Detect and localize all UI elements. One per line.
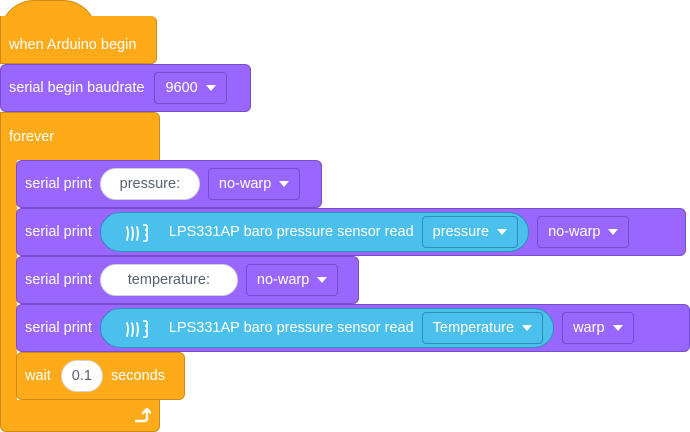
sensor-icon xyxy=(125,224,148,242)
warp-mode-value: warp xyxy=(573,320,605,336)
sensor-icon xyxy=(125,320,148,338)
warp-mode-dropdown[interactable]: no-warp xyxy=(207,168,301,200)
forever-bottom-arm xyxy=(0,400,160,432)
baud-rate-dropdown[interactable]: 9600 xyxy=(154,72,227,104)
sensor-reading-value: Temperature xyxy=(432,320,515,336)
sensor-reporter-block[interactable]: LPS331AP baro pressure sensor read press… xyxy=(99,212,530,252)
wait-duration-input[interactable]: 0.1 xyxy=(60,360,103,392)
dropdown-arrow-icon xyxy=(205,85,216,91)
print-text-input[interactable]: temperature: xyxy=(99,264,238,296)
warp-mode-value: no-warp xyxy=(218,176,272,192)
warp-mode-dropdown[interactable]: no-warp xyxy=(245,264,339,296)
warp-mode-dropdown[interactable]: warp xyxy=(562,312,634,344)
sensor-reporter-block[interactable]: LPS331AP baro pressure sensor read Tempe… xyxy=(99,308,555,348)
sensor-label: LPS331AP baro pressure sensor read xyxy=(168,320,414,336)
serial-print-label: serial print xyxy=(25,176,92,192)
serial-print-label: serial print xyxy=(25,272,92,288)
serial-print-block[interactable]: serial print temperature: no-warp xyxy=(16,256,359,304)
warp-mode-value: no-warp xyxy=(548,224,601,240)
serial-print-label: serial print xyxy=(25,224,92,240)
when-arduino-begin-block[interactable]: when Arduino begin xyxy=(0,16,157,64)
serial-print-block[interactable]: serial print pressure: no-warp xyxy=(16,160,322,208)
dropdown-arrow-icon xyxy=(317,277,328,283)
serial-print-label: serial print xyxy=(25,320,92,336)
baud-rate-value: 9600 xyxy=(165,80,198,96)
print-text-value: pressure: xyxy=(119,176,181,192)
serial-print-block[interactable]: serial print LPS331AP baro pressure sens… xyxy=(16,208,686,256)
wait-block[interactable]: wait 0.1 seconds xyxy=(16,352,185,400)
sensor-reading-value: pressure xyxy=(432,224,490,240)
wait-duration-value: 0.1 xyxy=(71,368,92,384)
loop-arrow-icon xyxy=(134,407,151,423)
dropdown-arrow-icon xyxy=(608,229,619,235)
serial-begin-block[interactable]: serial begin baudrate 9600 xyxy=(0,64,251,112)
forever-label: forever xyxy=(9,128,55,145)
dropdown-arrow-icon xyxy=(612,325,623,331)
print-text-input[interactable]: pressure: xyxy=(99,168,200,200)
hat-label: when Arduino begin xyxy=(9,36,137,53)
warp-mode-dropdown[interactable]: no-warp xyxy=(537,216,630,248)
wait-label: wait xyxy=(25,368,51,384)
serial-print-block[interactable]: serial print LPS331AP baro pressure sens… xyxy=(16,304,690,352)
warp-mode-value: no-warp xyxy=(256,272,310,288)
forever-top-arm: forever xyxy=(0,112,160,160)
dropdown-arrow-icon xyxy=(279,181,290,187)
sensor-label: LPS331AP baro pressure sensor read xyxy=(168,224,414,240)
dropdown-arrow-icon xyxy=(497,229,508,235)
sensor-reading-dropdown[interactable]: pressure xyxy=(421,216,519,248)
serial-begin-label: serial begin baudrate xyxy=(9,80,145,96)
dropdown-arrow-icon xyxy=(522,325,533,331)
wait-unit-label: seconds xyxy=(110,368,165,384)
print-text-value: temperature: xyxy=(127,272,210,288)
sensor-reading-dropdown[interactable]: Temperature xyxy=(421,312,544,344)
forever-block[interactable]: forever xyxy=(0,112,160,432)
forever-spine xyxy=(0,159,17,412)
